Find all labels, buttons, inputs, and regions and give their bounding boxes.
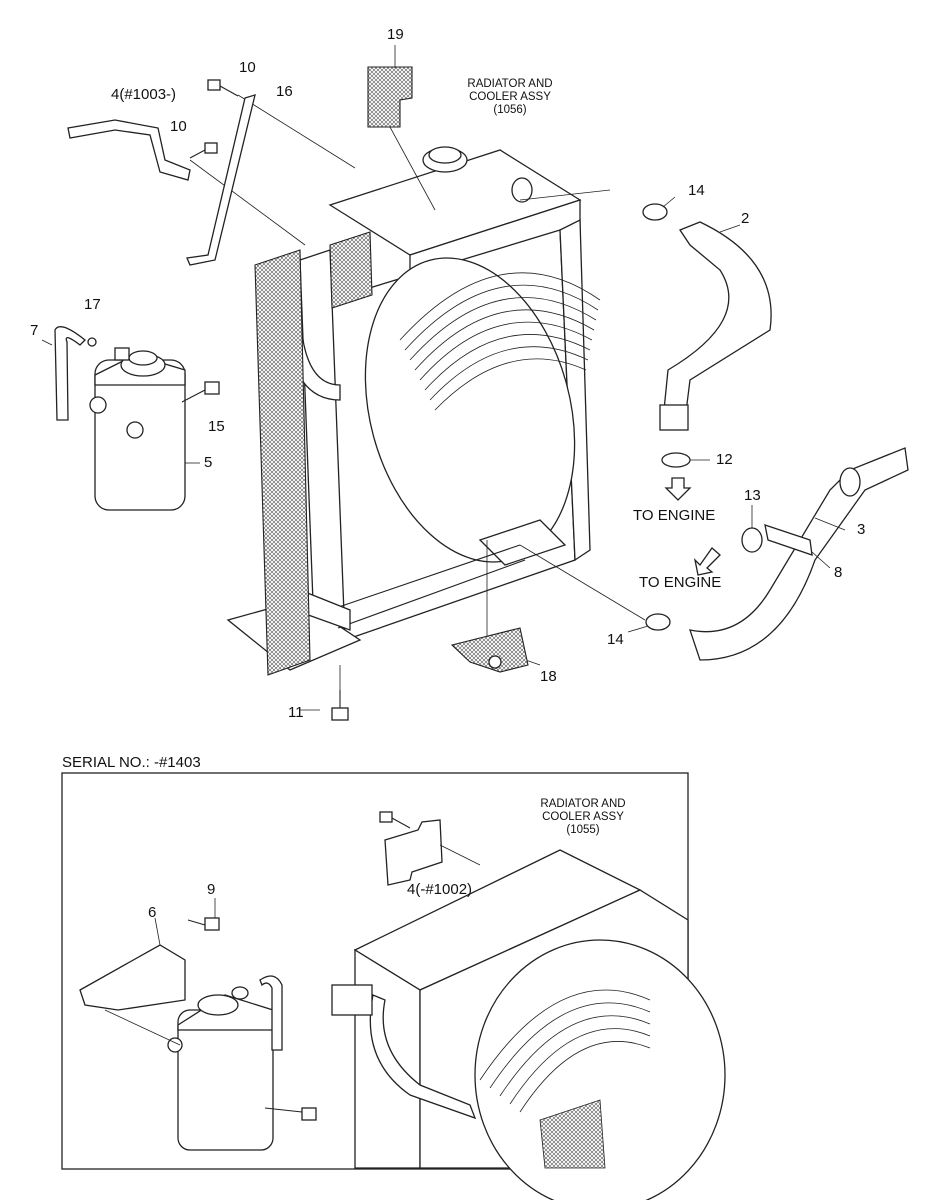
clamp-12-icon — [661, 452, 691, 468]
callout-17: 17 — [84, 296, 101, 313]
inset-bracket-4 — [384, 819, 443, 886]
inset-bolt-9-icon — [187, 917, 220, 931]
callout-18: 18 — [540, 668, 557, 685]
hose-2 — [662, 221, 772, 421]
clamp-14-icon — [642, 203, 668, 221]
callout-16: 16 — [276, 83, 293, 100]
callout-4: 4(#1003-) — [111, 86, 177, 103]
caption-line: COOLER ASSY — [469, 91, 551, 104]
radiator-assembly — [226, 146, 601, 676]
grommet-17-icon — [87, 337, 97, 347]
callout-11: 11 — [288, 704, 304, 721]
callout-14b: 14 — [607, 631, 624, 648]
inset-bracket-6 — [79, 944, 186, 1011]
to-engine-label-2: TO ENGINE — [639, 574, 722, 591]
caption-line: RADIATOR AND — [540, 798, 626, 810]
reservoir-tank-5 — [89, 347, 186, 511]
callout-10a: 10 — [239, 59, 256, 76]
caption-line: RADIATOR AND — [467, 78, 553, 90]
callout-7: 7 — [30, 322, 39, 339]
callout-12: 12 — [716, 451, 733, 468]
arrow-diag-icon — [693, 547, 721, 576]
callout-14a: 14 — [688, 182, 705, 199]
inset-bolt-icon — [379, 811, 411, 829]
caption-line: (1056) — [493, 104, 527, 117]
callout-10b: 10 — [170, 118, 187, 135]
callout-9: 9 — [207, 881, 216, 898]
clamp-13-icon — [741, 527, 763, 553]
callout-13: 13 — [744, 487, 761, 504]
callout-15: 15 — [208, 418, 225, 435]
bolt-15-icon — [181, 381, 220, 403]
stay-16 — [186, 94, 256, 266]
clip-8 — [764, 524, 813, 556]
inset-reservoir-tank — [167, 975, 283, 1151]
hose-7 — [54, 326, 86, 421]
inset-radiator — [331, 849, 726, 1200]
pad-19 — [367, 66, 413, 128]
callout-8: 8 — [834, 564, 843, 581]
bolt-10-icon — [189, 79, 239, 159]
callout-19: 19 — [387, 26, 404, 43]
callout-6: 6 — [148, 904, 157, 921]
bracket-4 — [67, 119, 191, 181]
to-engine-label-1: TO ENGINE — [633, 507, 716, 524]
bolt-11-icon — [331, 690, 349, 721]
clamp-14b-icon — [645, 613, 671, 631]
callout-5: 5 — [204, 454, 213, 471]
inset-bolt-2-icon — [264, 1107, 317, 1121]
callout-inset-4: 4(-#1002) — [407, 881, 473, 898]
leader-lines — [189, 45, 646, 711]
callout-2: 2 — [741, 210, 750, 227]
serial-number-label: SERIAL NO.: -#1403 — [62, 754, 201, 771]
arrow-down-icon — [664, 477, 692, 501]
main-assembly-caption: RADIATOR AND COOLER ASSY (1056) — [455, 78, 565, 118]
callout-3: 3 — [857, 521, 866, 538]
inset-assembly-caption: RADIATOR AND COOLER ASSY (1055) — [528, 798, 638, 838]
hose-3 — [689, 447, 909, 661]
bracket-18 — [450, 627, 529, 673]
caption-line: (1055) — [566, 824, 600, 837]
caption-line: COOLER ASSY — [542, 811, 624, 824]
